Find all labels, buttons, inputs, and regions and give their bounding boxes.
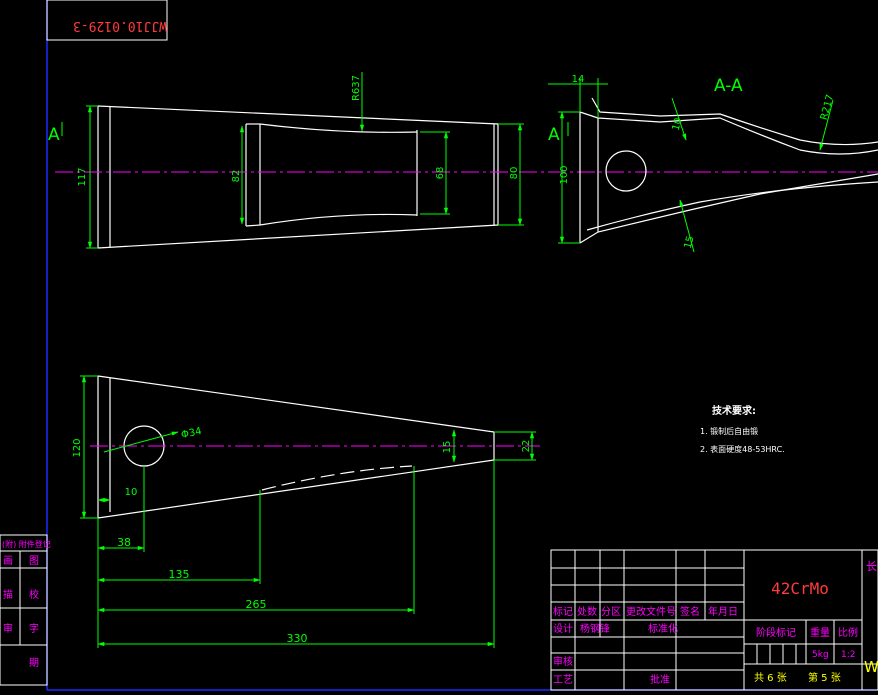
- top-view-outline: [97, 105, 499, 249]
- drawing-frame: [46, 0, 878, 691]
- dim-120: 120: [72, 438, 83, 457]
- dim-265: 265: [246, 598, 267, 611]
- left-table-row3a: 描: [3, 588, 13, 601]
- dim-135: 135: [169, 568, 190, 581]
- dim-14: 14: [572, 74, 585, 85]
- view-marker-a-left: A: [48, 125, 60, 145]
- side-view-outline: [97, 375, 495, 519]
- left-table: (附) 附件登记 画 图 描 校 审 字 期: [0, 534, 51, 686]
- notes-heading: 技术要求:: [712, 404, 756, 417]
- tb-total-label: 共 6 张: [754, 672, 787, 684]
- tb-weight-value: 5kg: [812, 650, 829, 660]
- tb-standard-label: 标准化: [648, 622, 678, 635]
- dim-10-side: 10: [125, 487, 138, 498]
- tb-design-name: 杨钢锋: [580, 622, 610, 635]
- title-block: 42CrMo 标记 处数 分区 更改文件号 签名 年月日 设计 杨钢锋 标准化 …: [550, 549, 878, 691]
- tb-right-edge-bottom: W: [864, 658, 878, 676]
- notes-item-1: 1. 锻制后自由锻: [700, 426, 758, 436]
- notes-item-2: 2. 表面硬度48-53HRC.: [700, 444, 785, 454]
- tb-count-label: 处数: [577, 605, 597, 618]
- dim-r217: R217: [819, 93, 836, 121]
- tb-mark-label: 标记: [553, 606, 573, 618]
- left-table-row5: 期: [29, 657, 39, 669]
- left-table-row2b: 图: [29, 555, 39, 567]
- tb-approve-label: 批准: [650, 673, 670, 686]
- left-table-row3b: 校: [29, 588, 39, 601]
- section-outline: [579, 97, 878, 244]
- section-hole: [605, 150, 647, 192]
- dim-100: 100: [559, 165, 570, 184]
- dim-330: 330: [287, 632, 308, 645]
- section-view: A-A 14 100 10 R217 15 A: [548, 74, 878, 253]
- side-view: 120 Φ34 15 22 10 38 135 265 330: [72, 375, 540, 648]
- tb-review-label: 审核: [553, 655, 573, 668]
- dim-r637: R637: [351, 75, 362, 101]
- dim-38: 38: [117, 536, 131, 549]
- material-name: 42CrMo: [771, 579, 829, 598]
- corner-stamp-text: WJJ10.0129-3: [73, 18, 167, 33]
- section-title: A-A: [714, 76, 743, 96]
- tb-date-label: 年月日: [708, 605, 738, 618]
- left-table-row4b: 字: [29, 622, 39, 635]
- section-dimensions: [548, 78, 834, 253]
- dim-15-section: 15: [683, 235, 697, 250]
- left-table-row2a: 画: [3, 556, 13, 567]
- dim-80: 80: [509, 167, 520, 180]
- tb-stage-label: 阶段标记: [756, 626, 796, 639]
- dim-22: 22: [521, 440, 532, 453]
- top-view: 117 82 68 80 R637 A: [48, 72, 878, 249]
- tb-scale-value: 1:2: [841, 650, 855, 660]
- dim-10-section: 10: [671, 117, 685, 132]
- tb-doc-label: 更改文件号: [626, 605, 676, 618]
- technical-notes: 技术要求: 1. 锻制后自由锻 2. 表面硬度48-53HRC.: [700, 404, 785, 454]
- dim-15-side: 15: [442, 441, 453, 454]
- tb-process-label: 工艺: [553, 674, 573, 686]
- tb-sheet-label: 第 5 张: [808, 671, 841, 684]
- side-view-dimensions: [80, 375, 536, 648]
- dim-phi34: Φ34: [180, 426, 202, 441]
- tb-sign-label: 签名: [680, 605, 700, 618]
- left-table-row1: (附) 附件登记: [2, 539, 51, 549]
- left-table-row4a: 审: [3, 622, 13, 635]
- top-view-dimensions: [86, 72, 524, 249]
- tb-weight-label: 重量: [810, 626, 830, 639]
- dim-117: 117: [77, 167, 88, 186]
- dim-82: 82: [231, 170, 242, 183]
- view-marker-a-right: A: [548, 125, 560, 145]
- corner-stamp: WJJ10.0129-3: [46, 0, 168, 41]
- dim-68: 68: [435, 167, 446, 180]
- tb-zone-label: 分区: [601, 606, 621, 618]
- tb-scale-label: 比例: [838, 626, 858, 639]
- tb-design-label: 设计: [553, 622, 573, 635]
- tb-right-edge-top: 长: [866, 560, 877, 573]
